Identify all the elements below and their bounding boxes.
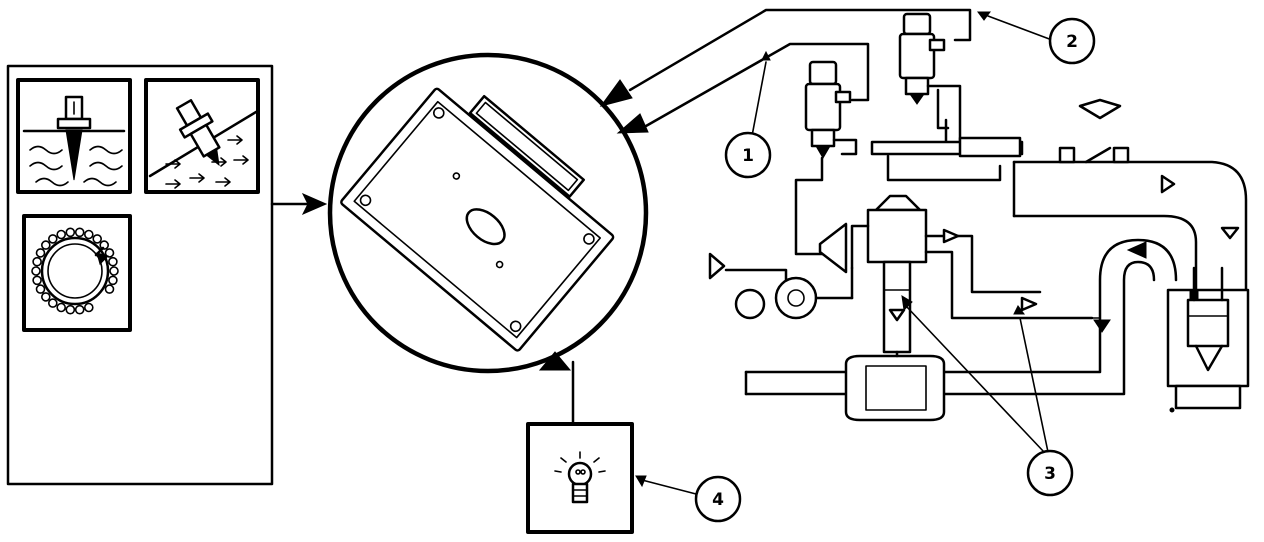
- intake-manifold-icon: [1012, 98, 1248, 292]
- callout-leaders: [635, 11, 1053, 495]
- crankshaft-wheel-tooth: [35, 284, 46, 294]
- crankshaft-wheel-tooth: [92, 234, 102, 244]
- crankshaft-wheel-tooth: [99, 240, 109, 250]
- engine-cylinder-icon: [1166, 266, 1250, 413]
- crankshaft-wheel-tooth: [108, 256, 118, 267]
- sensor-input-panel: [6, 64, 328, 486]
- crankshaft-wheel-tooth: [74, 304, 85, 315]
- crankshaft-wheel-tooth: [56, 302, 67, 313]
- crankshaft-wheel-tooth: [84, 302, 94, 313]
- coolant-temperature-sensor-icon: [16, 78, 132, 194]
- crankshaft-wheel-tooth: [47, 234, 58, 244]
- engine-control-module-icon: [327, 52, 649, 374]
- callout-2: 2: [1048, 17, 1096, 65]
- crankshaft-wheel-tooth: [32, 275, 42, 286]
- callout-4-label: 4: [712, 490, 724, 510]
- egr-valve-icon: [708, 154, 1094, 354]
- crankshaft-wheel-tooth: [56, 229, 67, 240]
- crankshaft-position-sensor-icon: [22, 214, 132, 332]
- callout-1: 1: [724, 131, 772, 179]
- exhaust-manifold-icon: [744, 238, 1178, 396]
- crankshaft-wheel-tooth: [108, 275, 118, 286]
- crankshaft-wheel-tooth: [109, 266, 119, 276]
- crankshaft-wheel-tooth: [104, 248, 115, 258]
- crankshaft-wheel-tooth: [84, 229, 94, 240]
- fuel-injector-2-icon: [898, 12, 962, 144]
- engine-system: [708, 12, 1250, 422]
- fuel-injector-1-icon: [794, 60, 858, 256]
- crankshaft-wheel-tooth: [65, 227, 76, 238]
- callout-4: 4: [694, 475, 742, 523]
- crankshaft-wheel-tooth: [47, 298, 58, 308]
- crankshaft-wheel-tooth: [35, 248, 46, 258]
- crankshaft-wheel-tooth: [32, 256, 42, 267]
- crankshaft-wheel-tooth: [65, 304, 76, 315]
- crankshaft-wheel-tooth: [40, 240, 51, 250]
- callout-3: 3: [1026, 449, 1074, 497]
- callout-1-label: 1: [742, 146, 754, 166]
- crankshaft-wheel-tooth: [74, 227, 85, 238]
- ecm-output-wiring: [628, 8, 972, 128]
- air-temperature-sensor-icon: [144, 78, 260, 194]
- indicator-lamp-icon: [526, 360, 634, 534]
- crankshaft-wheel-tooth: [104, 284, 115, 294]
- crankshaft-wheel-tooth: [31, 266, 41, 276]
- crankshaft-wheel-tooth: [40, 292, 51, 302]
- callout-3-label: 3: [1044, 464, 1056, 484]
- callout-2-label: 2: [1066, 32, 1078, 52]
- catalytic-converter-icon: [844, 350, 946, 422]
